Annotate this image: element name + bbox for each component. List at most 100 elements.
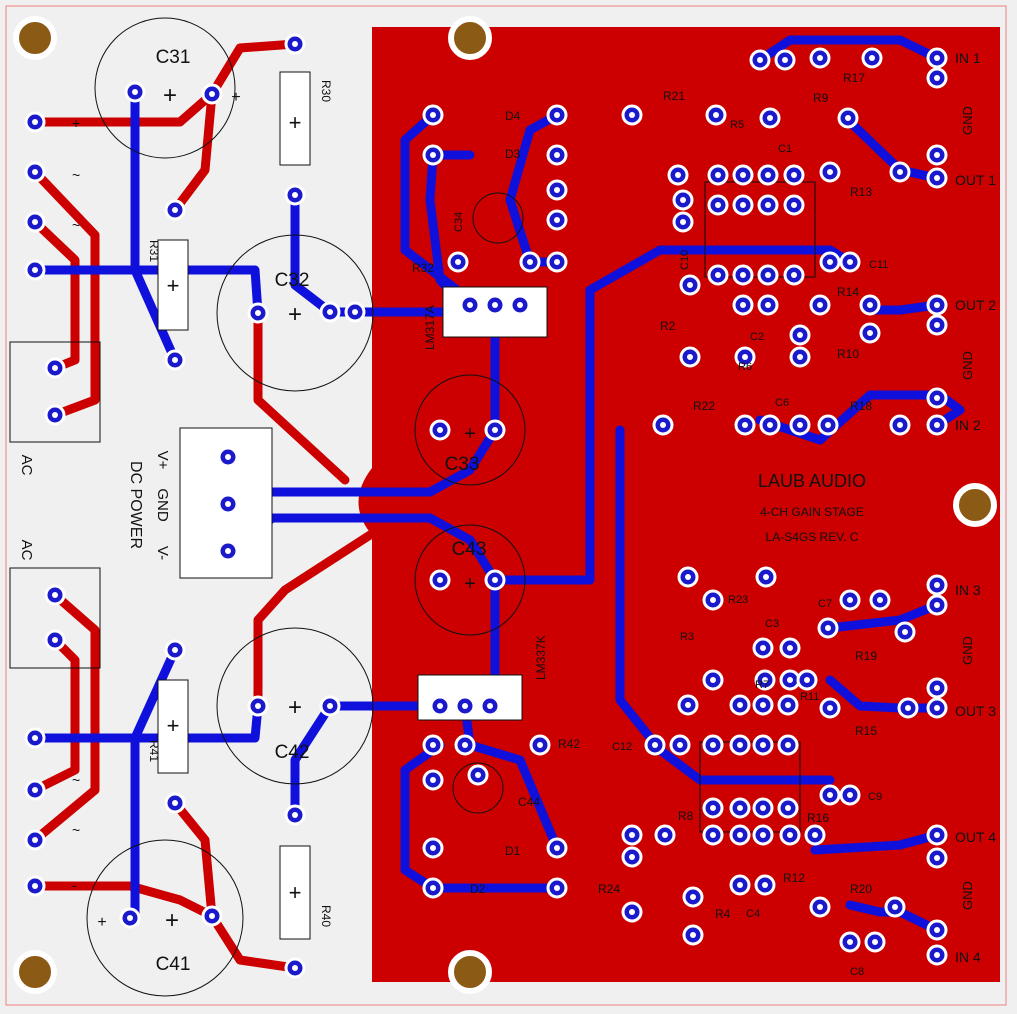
label-r31: R31	[147, 240, 161, 262]
c41-outline	[86, 839, 244, 997]
pad-hole	[430, 845, 436, 851]
pad-hole	[537, 742, 543, 748]
dc-pin-gnd: GND	[154, 488, 171, 522]
label-d2: D2	[470, 882, 486, 896]
pad-hole	[52, 365, 58, 371]
pad-hole	[430, 152, 436, 158]
pad-hole	[687, 282, 693, 288]
pad-hole	[352, 309, 358, 315]
label-c31: C31	[156, 47, 191, 68]
pad-hole	[690, 894, 696, 900]
pads-layer	[24, 33, 948, 979]
pad-hole	[737, 805, 743, 811]
pad-hole	[902, 629, 908, 635]
label-c1: C1	[778, 143, 792, 155]
label-c7: C7	[818, 598, 832, 610]
pad-hole	[715, 272, 721, 278]
pad-hole	[787, 677, 793, 683]
c31-outline	[94, 17, 236, 159]
pad-hole	[797, 354, 803, 360]
pad-hole	[765, 272, 771, 278]
pad-hole	[132, 89, 138, 95]
pad-hole	[767, 115, 773, 121]
pad-hole	[327, 309, 333, 315]
r31-body	[157, 239, 189, 331]
pad-hole	[934, 75, 940, 81]
pad-hole	[825, 625, 831, 631]
pad-hole	[292, 41, 298, 47]
dc-pin-vminus: V-	[154, 546, 171, 560]
pad-hole	[662, 832, 668, 838]
pad-hole	[817, 904, 823, 910]
pad-hole	[687, 354, 693, 360]
pad-hole	[52, 637, 58, 643]
pad-hole	[554, 845, 560, 851]
pad-hole	[487, 703, 493, 709]
label-c6: C6	[775, 397, 789, 409]
mount-hole-bl	[13, 950, 57, 994]
pad-hole	[867, 330, 873, 336]
pad-hole	[685, 702, 691, 708]
pad-hole	[817, 55, 823, 61]
pad-hole	[869, 55, 875, 61]
label-r12: R12	[783, 871, 805, 885]
label-r20: R20	[850, 882, 872, 896]
component-labels: C31 C32 C33 C43 C42 C41 R30 R31 R41 R40 …	[72, 47, 996, 978]
c42-outline	[216, 627, 374, 785]
pad-hole	[554, 259, 560, 265]
c32-plus-mark: +	[288, 301, 302, 328]
c41-plus-pin-mark: +	[97, 914, 106, 931]
pad-hole	[467, 302, 473, 308]
pad-hole	[897, 422, 903, 428]
pad-hole	[475, 772, 481, 778]
pad-hole	[680, 219, 686, 225]
pad-hole	[437, 427, 443, 433]
pad-hole	[934, 855, 940, 861]
pad-hole	[737, 832, 743, 838]
ac-bot-tilde-2: ~	[72, 822, 80, 838]
pad-hole	[757, 57, 763, 63]
dc-power-label: DC POWER	[127, 461, 144, 549]
label-r2: R2	[660, 319, 676, 333]
pad-hole	[710, 677, 716, 683]
label-in3: IN 3	[955, 582, 981, 598]
ac-top-terminal	[9, 341, 101, 443]
r41-body	[157, 679, 189, 774]
pad-hole	[934, 322, 940, 328]
pad-hole	[430, 777, 436, 783]
label-r22: R22	[693, 399, 715, 413]
label-c11: C11	[869, 259, 888, 271]
pad-hole	[740, 272, 746, 278]
label-r19: R19	[855, 649, 877, 663]
pad-hole	[877, 597, 883, 603]
pad-hole	[797, 332, 803, 338]
board-title: LAUB AUDIO	[758, 471, 866, 491]
pad-hole	[677, 742, 683, 748]
c33-plus-mark: +	[464, 423, 476, 445]
pad-hole	[492, 427, 498, 433]
label-r41: R41	[147, 740, 161, 762]
pad-hole	[817, 302, 823, 308]
c42-plus-mark: +	[288, 694, 302, 721]
pad-hole	[760, 832, 766, 838]
pad-hole	[629, 832, 635, 838]
label-r10: R10	[837, 347, 859, 361]
label-c42: C42	[275, 742, 310, 763]
pad-hole	[934, 927, 940, 933]
mount-hole-r	[953, 483, 997, 527]
pad-hole	[760, 742, 766, 748]
pad-hole	[652, 742, 658, 748]
pad-hole	[32, 169, 38, 175]
label-c10: C10	[679, 250, 691, 270]
pad-hole	[762, 882, 768, 888]
pad-hole	[804, 677, 810, 683]
pad-hole	[827, 259, 833, 265]
pad-hole	[255, 703, 261, 709]
pad-hole	[629, 854, 635, 860]
pad-hole	[785, 805, 791, 811]
c34-outline	[472, 192, 524, 244]
pad-hole	[292, 192, 298, 198]
pad-hole	[791, 172, 797, 178]
pad-hole	[934, 55, 940, 61]
pad-hole	[740, 172, 746, 178]
